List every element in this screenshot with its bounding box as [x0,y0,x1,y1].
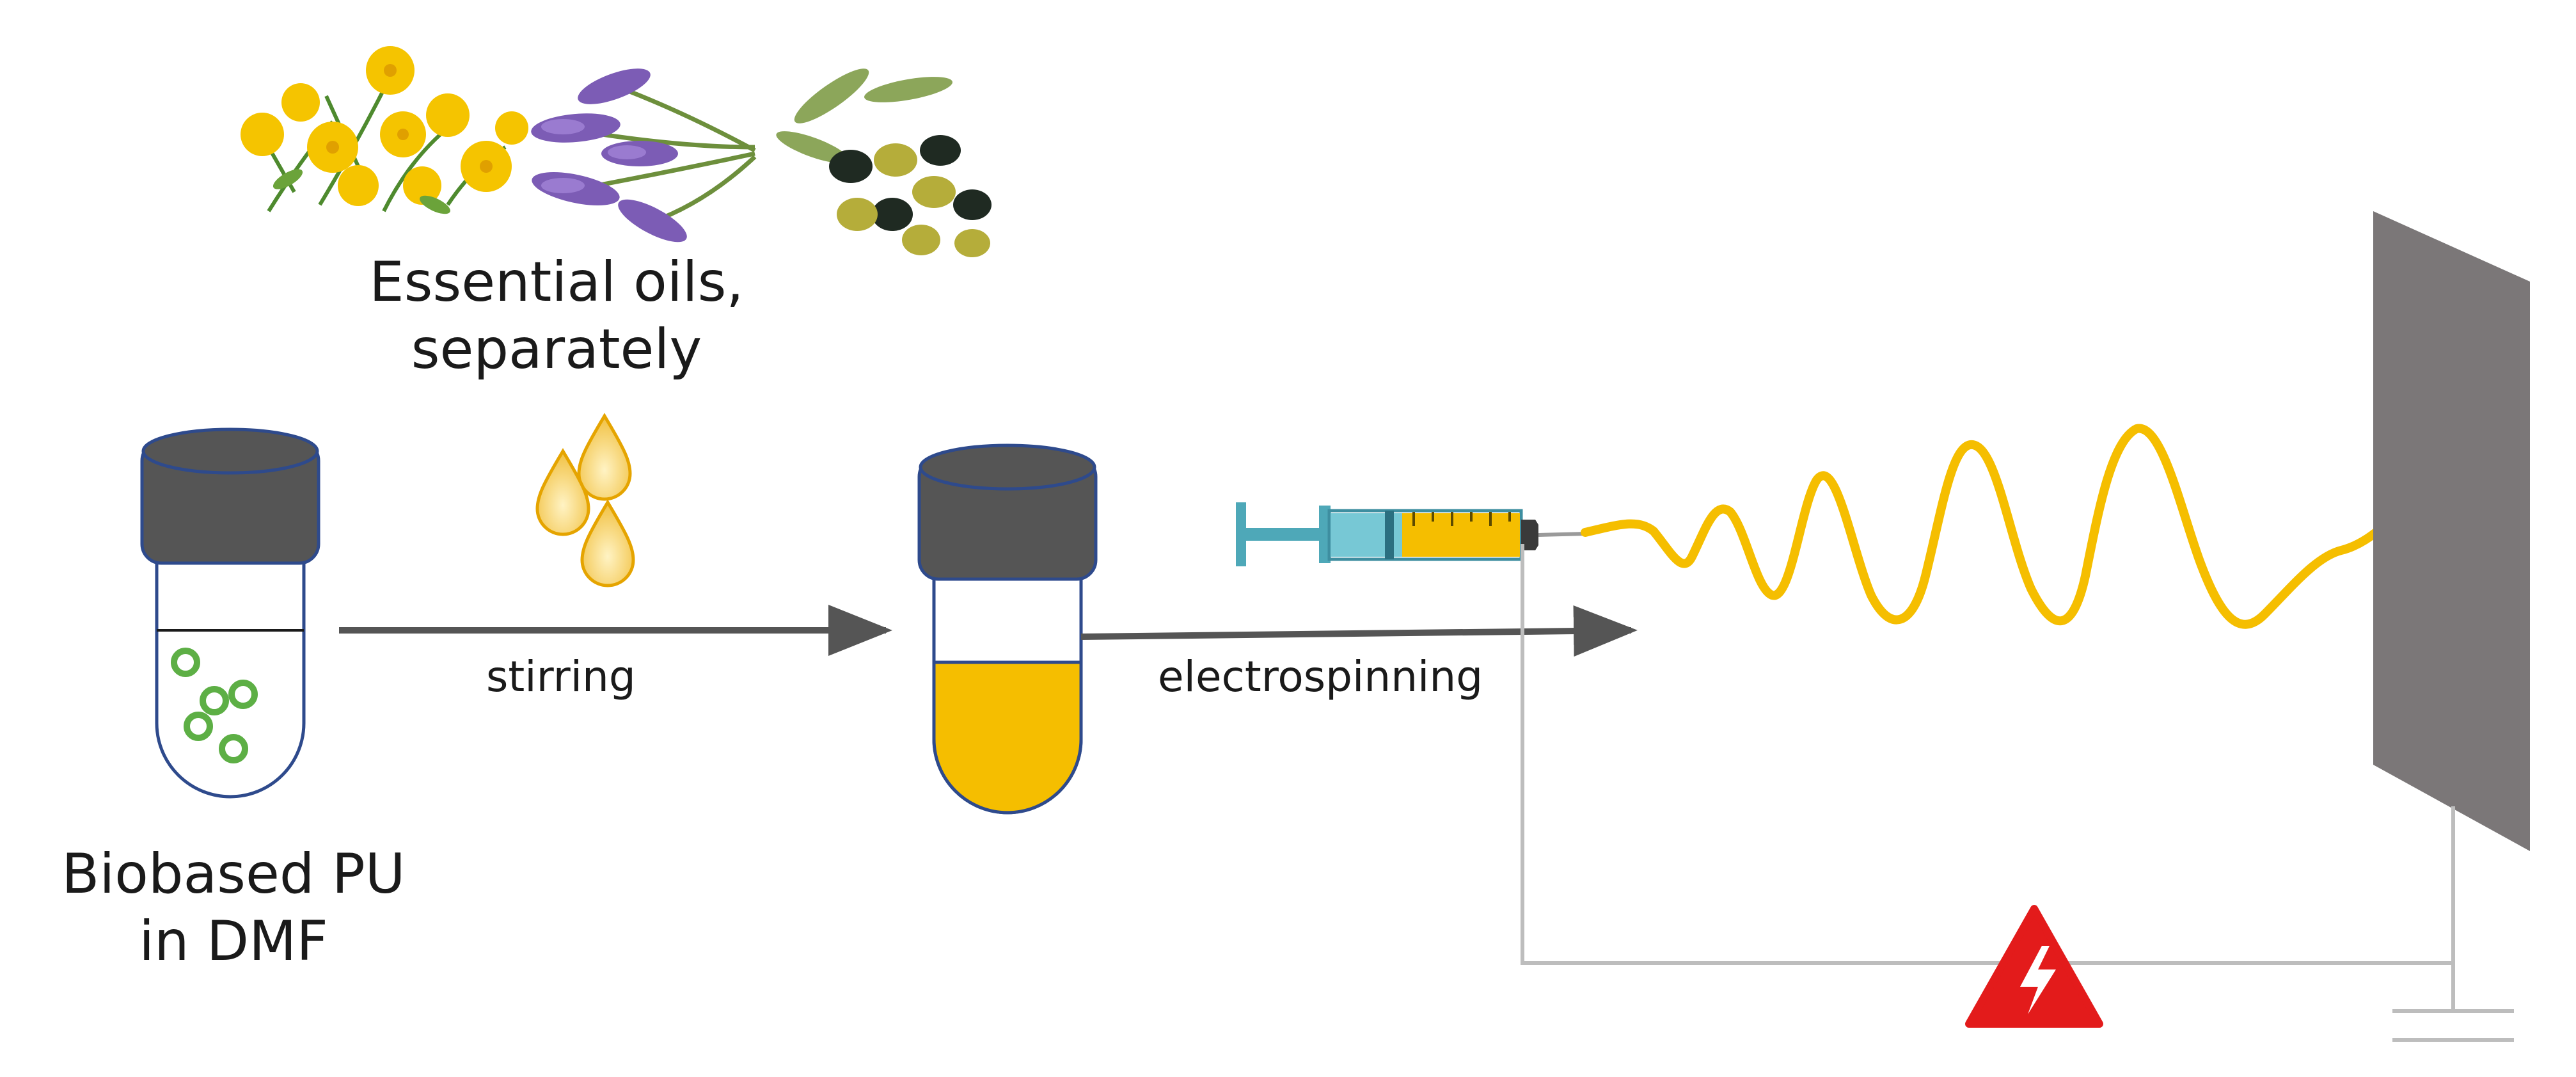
high-voltage-warning-icon [1965,905,2103,1028]
essential-oils-label-line2: separately [411,317,702,381]
olives-icon [776,68,992,257]
collector-plate [2373,211,2530,851]
solution-tube [917,443,1098,815]
circuit-wire [1521,544,2453,965]
biobased-pu-label-line1: Biobased PU [61,842,405,906]
syringe-icon [1236,502,1587,566]
electrospinning-label: electrospinning [1158,652,1483,701]
biobased-pu-tube [140,427,320,799]
yellow-solution [932,660,1083,815]
oil-drops-icon [535,413,635,587]
electrospun-fiber-jet [1581,424,2416,629]
biobased-pu-label-line2: in DMF [139,909,328,973]
tube-cap [140,427,320,565]
electrospinning-arrow [1080,605,1638,657]
polymer-bubbles-icon [171,648,258,763]
tube-cap [917,443,1098,581]
yellow-flowers-icon [241,46,528,214]
essential-oils-label-line1: Essential oils, [369,250,743,314]
ground-icon [2392,963,2514,1042]
stirring-label: stirring [486,652,636,701]
lavender-icon [531,68,757,243]
